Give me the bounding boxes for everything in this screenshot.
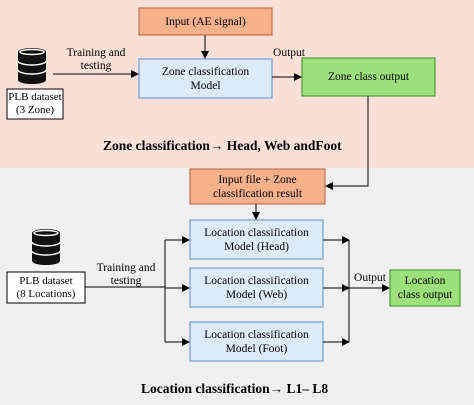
zone-model-label: Zone classification Model	[139, 59, 272, 98]
zone-output-label: Zone class output	[327, 71, 410, 83]
location-model-head-box	[189, 219, 324, 260]
location-training-label: Training and testing	[86, 262, 166, 288]
zone-dataset-label: PLB dataset (3 Zone)	[7, 89, 63, 119]
location-input-label-line1: Input file + Zone	[218, 173, 297, 186]
location-output-box	[389, 269, 461, 307]
zone-output-arrow-label: Output	[273, 47, 305, 59]
location-dataset-label: PLB dataset (8 Locations)	[7, 272, 85, 303]
location-training-label-line1: Training and	[96, 262, 156, 274]
location-model-foot-box	[189, 321, 324, 362]
location-model-head-line2: Model (Head)	[224, 240, 289, 253]
zone-stage-title: Zone classification→ Head, Web andFoot	[103, 138, 342, 153]
zone-training-label-line1: Training and	[66, 47, 126, 59]
zone-training-label: Training and testing	[55, 47, 137, 73]
location-output-line2: class output	[397, 289, 453, 301]
location-model-web-line2: Model (Web)	[225, 288, 288, 301]
location-model-web-box	[189, 267, 324, 308]
location-training-label-line2: testing	[110, 275, 142, 287]
location-model-web-line1: Location classification	[204, 274, 309, 287]
database-icon-lines	[17, 48, 47, 75]
zone-input-label: Input (AE signal)	[165, 15, 246, 28]
location-dataset-label-line2: (8 Locations)	[16, 287, 76, 300]
location-dataset-label-line1: PLB dataset	[19, 274, 73, 287]
location-model-head-label: Location classification Model (Head)	[190, 220, 323, 259]
location-model-web-label: Location classification Model (Web)	[190, 268, 323, 307]
zone-model-label-line2: Model	[190, 79, 221, 92]
location-output-line1: Location	[404, 275, 446, 287]
zone-model-label-line1: Zone classification	[161, 65, 250, 78]
location-model-foot-line2: Model (Foot)	[225, 342, 288, 355]
location-model-foot-label: Location classification Model (Foot)	[190, 322, 323, 361]
zone-dataset-box	[6, 88, 64, 120]
zone-output-box	[301, 57, 436, 97]
location-input-label: Input file + Zone classification result	[190, 169, 325, 204]
database-icon-bottom-lines	[31, 229, 61, 256]
zone-training-label-line2: testing	[80, 60, 112, 72]
zone-model-box	[138, 58, 273, 99]
location-input-box	[189, 168, 326, 205]
location-input-label-line2: classification result	[212, 187, 303, 200]
location-output-label: Location class output	[390, 270, 460, 306]
location-model-head-line1: Location classification	[204, 226, 309, 239]
location-dataset-box	[6, 271, 86, 304]
location-stage-title: Location classification→ L1– L8	[141, 381, 329, 396]
location-model-foot-line1: Location classification	[204, 328, 309, 341]
location-output-arrow-label: Output	[354, 272, 386, 284]
zone-dataset-label-line1: PLB dataset	[8, 91, 62, 103]
zone-input-box	[138, 7, 273, 36]
zone-dataset-label-line2: (3 Zone)	[15, 104, 55, 116]
arrow-zone-output-to-location-input	[325, 96, 369, 190]
